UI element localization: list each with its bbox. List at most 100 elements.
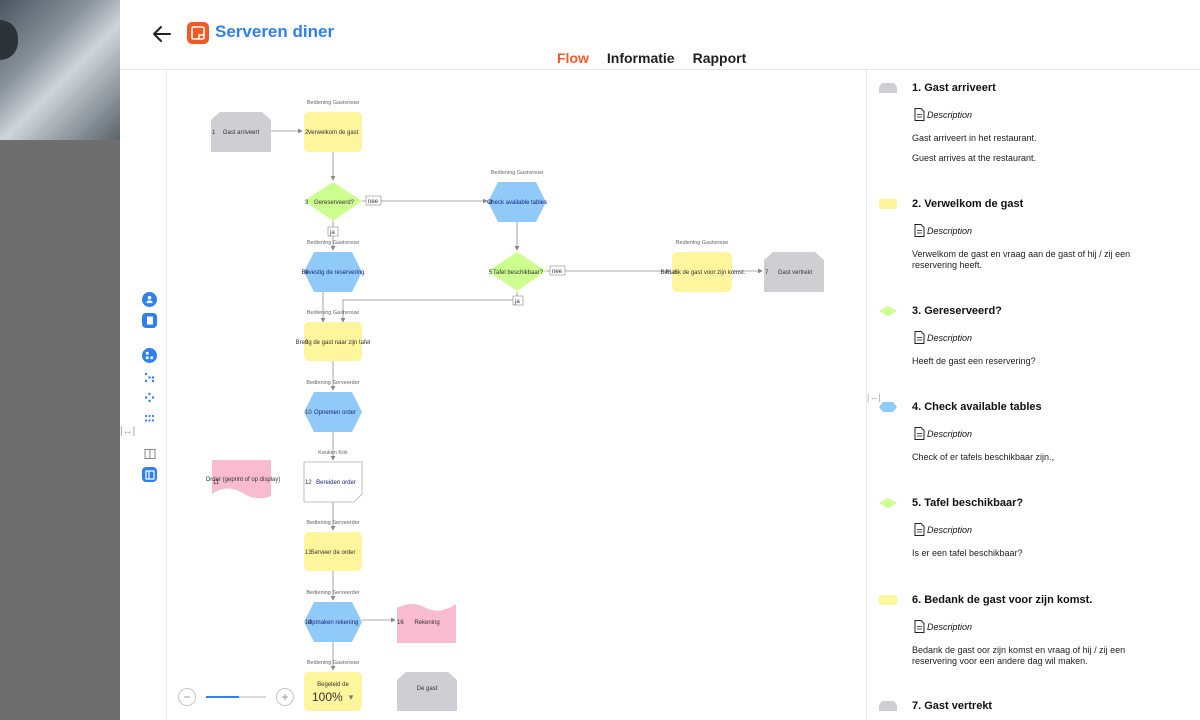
zoom-slider[interactable] (206, 696, 266, 698)
document-icon (914, 224, 925, 237)
step-item[interactable]: 6. Bedank de gast voor zijn komst. Descr… (867, 594, 1162, 667)
task-shape-icon (879, 595, 897, 605)
flow-node-7[interactable]: 7 Gast vertrekt (764, 252, 824, 292)
back-arrow-icon[interactable] (150, 22, 174, 46)
flow-node-4[interactable]: Bediening Gastvrouw 4 Check available ta… (487, 170, 547, 222)
svg-text:3: 3 (305, 200, 309, 206)
svg-text:14: 14 (305, 620, 312, 626)
step-item[interactable]: 2. Verwelkom de gast Description Verwelk… (867, 198, 1162, 271)
chevron-down-icon[interactable]: ▾ (348, 691, 354, 702)
zoom-out-button[interactable]: − (178, 688, 196, 706)
step-description: Bedank de gast oor zijn komst en vraag o… (912, 645, 1126, 666)
step-title: 4. Check available tables (912, 401, 1042, 413)
svg-text:Opnemen order: Opnemen order (314, 410, 356, 416)
flow-node-6[interactable]: Bediening Gastvrouw 6 Bedank de gast voo… (660, 240, 746, 292)
activity-shape-icon (879, 402, 897, 412)
step-title: 1. Gast arriveert (912, 82, 996, 94)
zoom-in-button[interactable]: + (276, 688, 294, 706)
step-item[interactable]: 1. Gast arriveert Description Gast arriv… (867, 82, 1162, 164)
svg-text:6: 6 (674, 270, 678, 276)
description-label: Description (927, 332, 973, 343)
svg-text:Opmaken rekening: Opmaken rekening (308, 620, 359, 626)
org-chart-icon[interactable] (142, 348, 157, 363)
svg-text:Bediening Gastvrouw: Bediening Gastvrouw (307, 240, 359, 246)
edge-labels: nee ja nee ja (327, 195, 566, 306)
flow-canvas[interactable]: nee ja nee ja 1 Gast arriveert Bediening… (168, 70, 866, 720)
svg-text:Bediening Serveerder: Bediening Serveerder (306, 590, 359, 596)
step-description: Check of er tafels beschikbaar zijn., (912, 452, 1055, 462)
step-description: Heeft de gast een reservering? (912, 356, 1036, 366)
flow-node-10[interactable]: Bediening Serveerder 10 Opnemen order (304, 380, 362, 432)
svg-text:5: 5 (489, 270, 493, 276)
step-item[interactable]: 5. Tafel beschikbaar? Description Is er … (867, 497, 1162, 559)
svg-text:Bediening Serveerder: Bediening Serveerder (306, 520, 359, 526)
decision-shape-icon (879, 498, 897, 508)
step-title: 6. Bedank de gast voor zijn komst. (912, 594, 1093, 606)
flow-node-1[interactable]: 1 Gast arriveert (211, 112, 271, 152)
description-label: Description (927, 621, 973, 632)
split-handle-icon[interactable]: |↔| (120, 426, 136, 437)
svg-text:Bediening Gastvrouw: Bediening Gastvrouw (491, 170, 543, 176)
svg-text:Serveer de order: Serveer de order (310, 550, 355, 556)
svg-text:Bevestig de reservering: Bevestig de reservering (301, 270, 364, 276)
step-item[interactable]: 7. Gast vertrekt (867, 700, 992, 712)
flow-node-17[interactable]: De gast (397, 672, 457, 711)
step-description: Gast arriveert in het restaurant. (912, 133, 1037, 143)
description-label: Description (927, 225, 973, 236)
process-panel: Serveren diner Flow Informatie Rapport |… (120, 0, 1200, 720)
svg-text:Check available tables: Check available tables (487, 200, 547, 206)
step-item[interactable]: 3. Gereserveerd? Description Heeft de ga… (867, 305, 1162, 367)
svg-text:8: 8 (305, 270, 309, 276)
terminator-shape-icon (879, 701, 897, 711)
tab-rapport[interactable]: Rapport (692, 50, 747, 66)
flow-node-16[interactable]: 16 Rekening (397, 604, 456, 643)
grid-icon[interactable] (142, 411, 157, 426)
view-toolbar: |↔| (120, 70, 167, 720)
tab-informatie[interactable]: Informatie (606, 50, 675, 66)
description-label: Description (927, 428, 973, 439)
svg-text:Order (geprint of op display): Order (geprint of op display) (206, 477, 281, 483)
svg-text:Tafel beschikbaar?: Tafel beschikbaar? (493, 270, 544, 276)
flow-node-3[interactable]: 3 Gereserveerd? (304, 182, 362, 221)
columns-icon[interactable] (142, 446, 157, 461)
side-resize-handle-icon[interactable]: |↔| (867, 392, 881, 402)
svg-text:Gast arriveert: Gast arriveert (223, 130, 260, 136)
hierarchy-icon[interactable] (142, 370, 157, 385)
svg-text:4: 4 (489, 200, 493, 206)
document-icon (914, 523, 925, 536)
step-details-panel: |↔| 1. Gast arriveert Description Gast a… (866, 70, 1200, 720)
step-title: 5. Tafel beschikbaar? (912, 497, 1024, 509)
svg-text:Bediening Gastvrouw: Bediening Gastvrouw (307, 100, 359, 106)
svg-text:Gast vertrekt: Gast vertrekt (778, 270, 813, 276)
building-icon[interactable] (142, 313, 157, 328)
flow-node-13[interactable]: Bediening Serveerder 13 Serveer de order (304, 520, 362, 571)
edge-label-ja: ja (329, 230, 335, 236)
svg-text:10: 10 (305, 410, 312, 416)
process-document-icon (187, 22, 209, 44)
panel-icon[interactable] (142, 467, 157, 482)
zoom-level[interactable]: 100% (312, 690, 343, 704)
svg-text:Bediening Gastvrouw: Bediening Gastvrouw (307, 310, 359, 316)
svg-text:7: 7 (765, 270, 769, 276)
svg-text:13: 13 (305, 550, 312, 556)
svg-text:Bediening Serveerder: Bediening Serveerder (306, 380, 359, 386)
flow-node-8[interactable]: Bediening Gastvrouw 8 Bevestig de reserv… (301, 240, 365, 292)
flow-node-14[interactable]: Bediening Serveerder 14 Opmaken rekening (304, 590, 362, 642)
document-icon (914, 108, 925, 121)
edge-label-nee: nee (552, 269, 563, 275)
svg-text:16: 16 (397, 620, 404, 626)
flow-node-9[interactable]: Bediening Gastvrouw 9 Breng de gast naar… (296, 310, 371, 361)
flow-node-2[interactable]: Bediening Gastvrouw 2 Verwelkom de gast (304, 100, 362, 152)
flow-node-12[interactable]: Keuken Kok 12 Bereiden order (303, 450, 363, 503)
person-icon[interactable] (142, 292, 157, 307)
step-item[interactable]: 4. Check available tables Description Ch… (867, 401, 1162, 463)
svg-text:11: 11 (213, 480, 220, 486)
svg-text:12: 12 (305, 480, 312, 486)
flow-node-5[interactable]: 5 Tafel beschikbaar? (488, 252, 546, 291)
svg-text:Verwelkom de gast: Verwelkom de gast (308, 130, 359, 136)
flow-node-11[interactable]: 11 Order (geprint of op display) (206, 460, 281, 499)
svg-text:De gast: De gast (417, 686, 438, 692)
hierarchy-alt-icon[interactable] (142, 390, 157, 405)
flow-node-15[interactable]: Bediening Gastvrouw Begeleid de (304, 660, 362, 711)
tab-flow[interactable]: Flow (548, 48, 598, 72)
